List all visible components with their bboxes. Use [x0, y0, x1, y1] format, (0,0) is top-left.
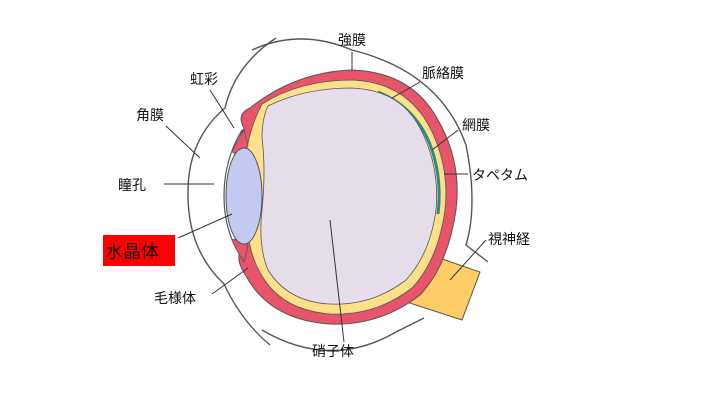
label-retina: 網膜 — [462, 118, 490, 134]
leader-lines — [164, 52, 487, 343]
label-lens: 水晶体 — [105, 242, 159, 263]
eyelid-outline — [187, 37, 277, 346]
label-vitreous: 硝子体 — [312, 344, 354, 360]
socket-outline — [251, 38, 489, 263]
leader-iris — [209, 89, 235, 129]
label-optic-nerve: 視神経 — [488, 232, 530, 248]
label-sclera: 強膜 — [338, 33, 366, 49]
leader-optic-nerve — [449, 239, 487, 281]
label-iris: 虹彩 — [190, 72, 218, 88]
leader-ciliary — [211, 267, 249, 295]
lens-label-highlight — [103, 235, 175, 266]
leader-vitreous — [329, 219, 345, 343]
leader-retina — [431, 129, 459, 151]
label-tapetum: タペタム — [472, 168, 528, 184]
label-cornea: 角膜 — [136, 108, 164, 124]
label-ciliary: 毛様体 — [154, 291, 196, 307]
socket-outline-lower — [261, 317, 425, 352]
vitreous-shape — [260, 87, 438, 305]
leader-choroid — [391, 81, 421, 99]
leader-lens — [177, 213, 233, 239]
lens-shape — [225, 147, 263, 245]
label-pupil: 瞳孔 — [118, 177, 146, 194]
leader-cornea — [165, 125, 201, 159]
label-choroid: 脈絡膜 — [422, 66, 464, 82]
